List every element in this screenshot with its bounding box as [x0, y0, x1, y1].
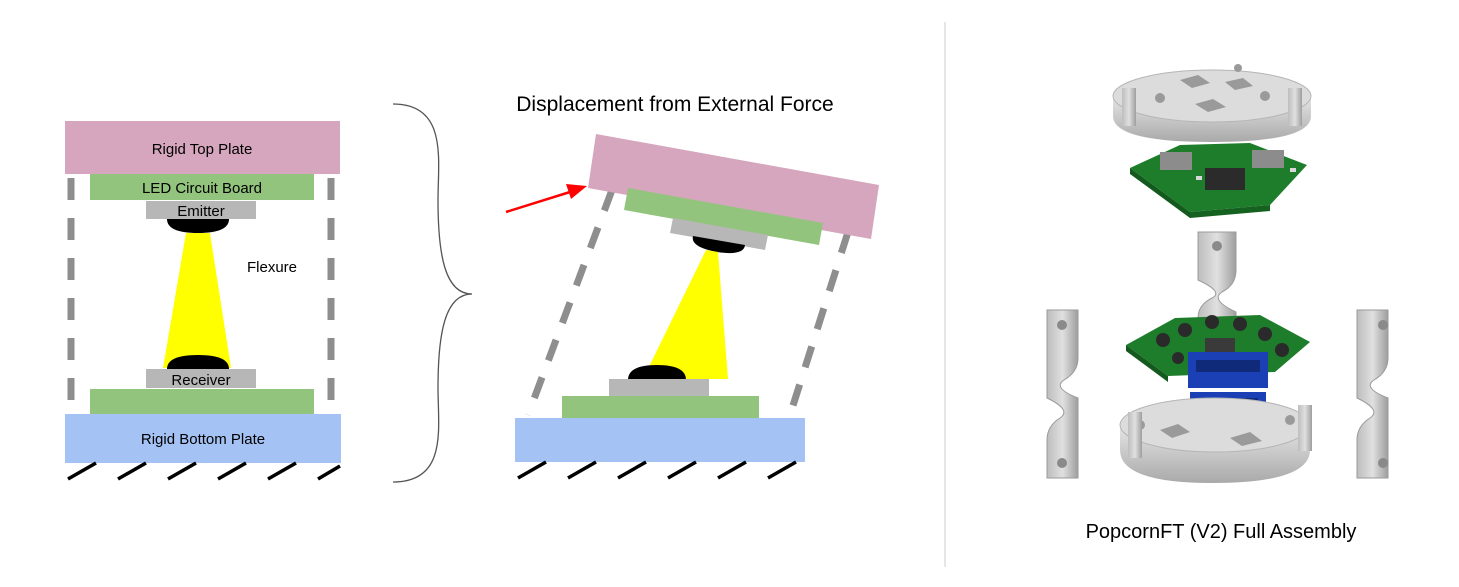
- tilted-top-plate: [588, 134, 879, 239]
- tilted-bottom-plate: [515, 418, 805, 462]
- emitter-lens: [167, 219, 229, 233]
- middle-diagram: Displacement from External Force: [505, 93, 879, 480]
- tilted-receiver-board: [562, 396, 759, 420]
- left-diagram: Rigid Top Plate LED Circuit Board Emitte…: [65, 121, 341, 481]
- led-circuit-board: [90, 174, 314, 200]
- tilted-led-board: [624, 188, 823, 245]
- tilted-flexure-right-wall: [786, 230, 852, 417]
- rigid-top-plate: [65, 121, 340, 174]
- flexure-label: Flexure: [247, 259, 297, 276]
- curly-brace: [392, 103, 473, 483]
- light-beam: [163, 233, 231, 368]
- tilted-flexure-left-wall: [524, 188, 616, 417]
- receiver: [146, 369, 256, 388]
- ground-hatch: [67, 461, 341, 481]
- tilted-emitter-lens: [692, 236, 745, 254]
- receiver-label: Receiver: [171, 372, 230, 389]
- left-side-flexure: [1046, 309, 1079, 479]
- rigid-bottom-plate: [65, 414, 341, 463]
- rigid-top-plate-label: Rigid Top Plate: [152, 141, 253, 158]
- external-force-arrow: [505, 184, 587, 214]
- bottom-metal-plate: [1119, 397, 1312, 483]
- right-side-flexure: [1356, 309, 1389, 479]
- rigid-bottom-plate-label: Rigid Bottom Plate: [141, 431, 265, 448]
- emitter-label: Emitter: [177, 203, 225, 220]
- tilted-receiver: [609, 379, 709, 397]
- tilted-light-beam: [643, 250, 728, 379]
- displacement-title: Displacement from External Force: [516, 93, 833, 116]
- top-led-pcb: [1130, 143, 1307, 218]
- tilted-ground-hatch: [517, 460, 797, 480]
- popcornft-assembly-render: [1046, 64, 1389, 483]
- tilted-receiver-lens: [628, 365, 686, 380]
- assembly-caption: PopcornFT (V2) Full Assembly: [1086, 521, 1357, 543]
- led-circuit-board-label: LED Circuit Board: [142, 180, 262, 197]
- emitter: [146, 201, 256, 219]
- receiver-lens: [167, 355, 229, 369]
- top-metal-plate: [1112, 64, 1312, 142]
- receiver-circuit-board: [90, 389, 314, 414]
- tilted-emitter: [670, 218, 768, 250]
